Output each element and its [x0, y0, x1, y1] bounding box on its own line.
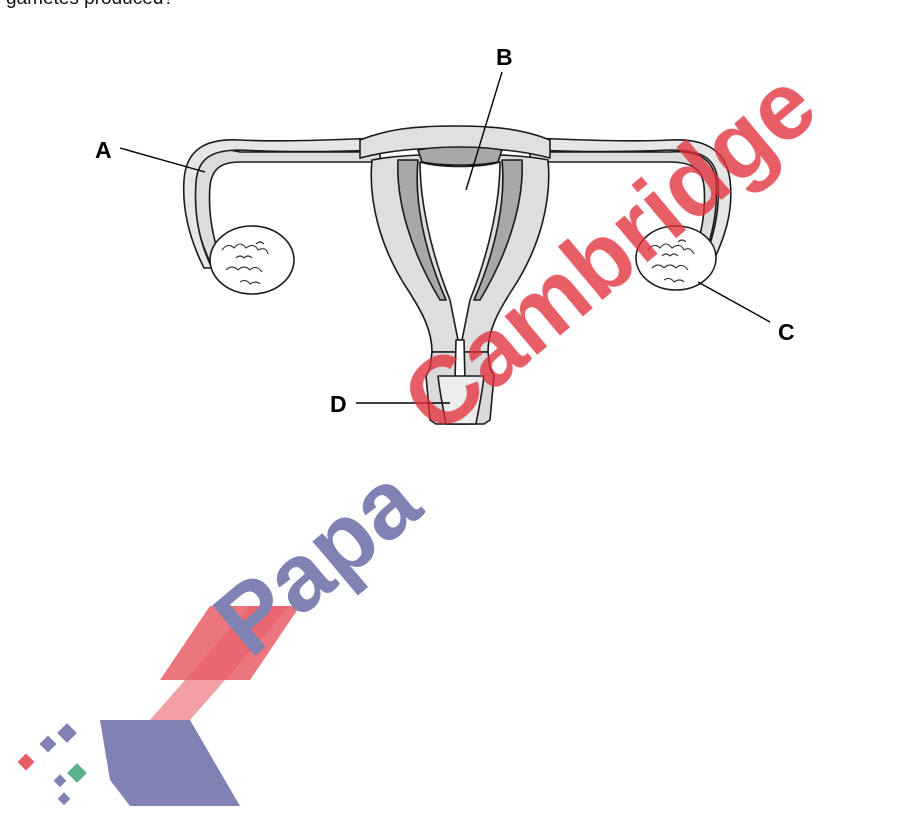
logo-dot-4 [67, 763, 87, 783]
logo-dot-2 [40, 736, 57, 753]
logo-dot-5 [54, 774, 67, 787]
logo-dot-6 [58, 792, 71, 805]
label-a: A [95, 137, 112, 163]
logo-dot-1 [18, 754, 35, 771]
label-line-c [698, 282, 770, 322]
logo-dot-3 [57, 723, 77, 743]
uterus-lining-top [418, 147, 502, 165]
left-ovary [210, 226, 294, 294]
logo-blue-panel [100, 720, 240, 806]
label-d: D [330, 391, 347, 417]
label-c: C [778, 319, 795, 345]
label-b: B [496, 44, 513, 70]
